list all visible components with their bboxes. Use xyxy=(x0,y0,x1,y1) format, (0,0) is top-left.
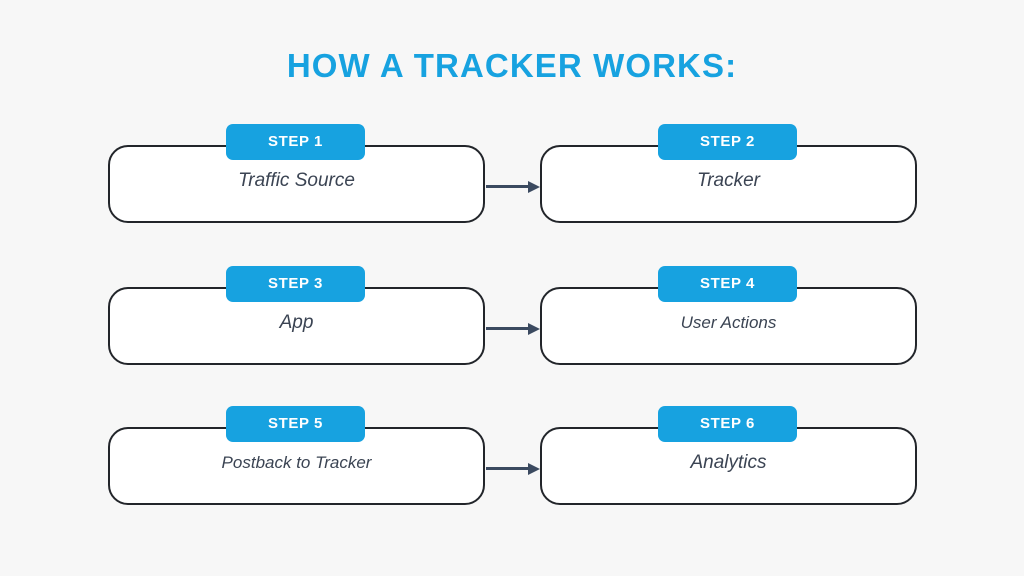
arrow-head-icon xyxy=(528,323,540,335)
flow-arrow-2 xyxy=(486,323,540,335)
arrow-line xyxy=(486,185,530,188)
step-badge-4: STEP 4 xyxy=(658,266,797,302)
step-card-4[interactable]: User Actions xyxy=(540,287,917,365)
flow-row-2: App STEP 3 User Actions STEP 4 xyxy=(0,257,1024,377)
flow-arrow-1 xyxy=(486,181,540,193)
step-badge-2: STEP 2 xyxy=(658,124,797,160)
step-card-4-label: User Actions xyxy=(680,313,777,332)
step-card-6-label: Analytics xyxy=(690,452,767,473)
flow-arrow-3 xyxy=(486,463,540,475)
arrow-line xyxy=(486,467,530,470)
arrow-head-icon xyxy=(528,181,540,193)
step-badge-1: STEP 1 xyxy=(226,124,365,160)
flow-row-3: Postback to Tracker STEP 5 Analytics STE… xyxy=(0,397,1024,517)
step-card-5-label: Postback to Tracker xyxy=(221,453,372,472)
step-badge-5: STEP 5 xyxy=(226,406,365,442)
page-title: HOW A TRACKER WORKS: xyxy=(286,47,738,84)
step-card-1-label: Traffic Source xyxy=(238,170,355,191)
arrow-head-icon xyxy=(528,463,540,475)
step-badge-3: STEP 3 xyxy=(226,266,365,302)
step-card-2-label: Tracker xyxy=(697,170,760,191)
step-card-3-label: App xyxy=(279,312,314,333)
arrow-line xyxy=(486,327,530,330)
flow-row-1: Traffic Source STEP 1 Tracker STEP 2 xyxy=(0,115,1024,235)
step-card-2[interactable]: Tracker xyxy=(540,145,917,223)
step-badge-6: STEP 6 xyxy=(658,406,797,442)
